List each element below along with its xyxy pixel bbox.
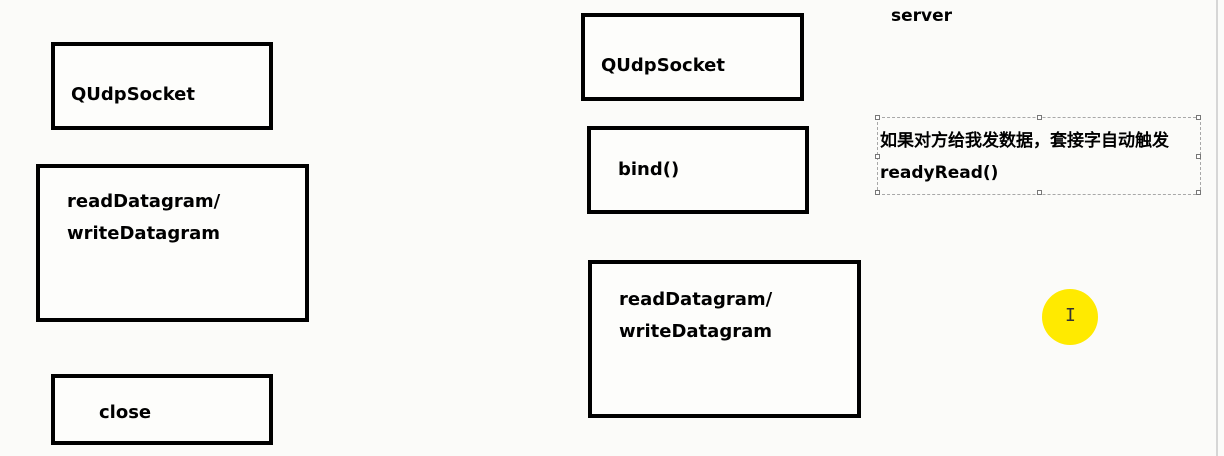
selected-note-textbox[interactable]: 如果对方给我发数据，套接字自动触发 readyRead() [875,115,1201,195]
server-bind-box: bind() [587,126,809,214]
note-line-2: readyRead() [880,163,999,183]
resize-handle-middle-right[interactable] [1196,154,1201,159]
resize-handle-top-right[interactable] [1196,115,1201,120]
server-read-write-box: readDatagram/ writeDatagram [588,260,861,418]
client-write-datagram-label: writeDatagram [67,223,220,244]
server-read-datagram-label: readDatagram/ [619,289,773,310]
text-cursor-icon: I [1065,305,1076,326]
resize-handle-bottom-right[interactable] [1196,190,1201,195]
right-edge-divider [1216,0,1218,456]
client-read-write-box: readDatagram/ writeDatagram [36,164,309,322]
resize-handle-top-middle[interactable] [1037,115,1042,120]
server-qudpsocket-box: QUdpSocket [581,13,804,101]
client-close-label: close [99,402,152,423]
server-read-write-text: readDatagram/ writeDatagram [619,284,772,348]
client-read-datagram-label: readDatagram/ [67,191,221,212]
client-close-box: close [51,374,273,445]
server-title: server [891,6,953,26]
server-qudpsocket-label: QUdpSocket [601,55,725,76]
resize-handle-top-left[interactable] [875,115,880,120]
server-bind-label: bind() [618,159,680,180]
client-qudpsocket-box: QUdpSocket [51,42,273,130]
client-qudpsocket-label: QUdpSocket [71,84,195,105]
note-line-1: 如果对方给我发数据，套接字自动触发 [880,131,1169,151]
resize-handle-bottom-middle[interactable] [1037,190,1042,195]
resize-handle-middle-left[interactable] [875,154,880,159]
resize-handle-bottom-left[interactable] [875,190,880,195]
server-write-datagram-label: writeDatagram [619,321,772,342]
client-read-write-text: readDatagram/ writeDatagram [67,186,220,250]
cursor-highlight [1042,289,1098,345]
